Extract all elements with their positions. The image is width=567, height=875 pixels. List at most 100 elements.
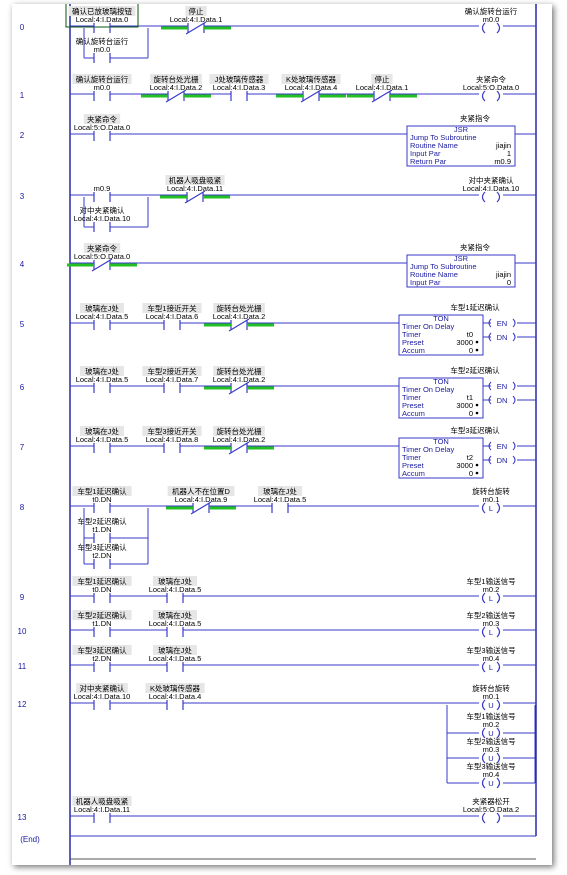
rung-number-6: 6 xyxy=(20,383,25,392)
contact-label-7-1: 车型3接近开关 xyxy=(147,426,197,436)
instruction-dot-5-1 xyxy=(475,340,479,344)
contact-1-4-slash xyxy=(371,89,393,103)
contact-tag-7-2: Local:4:I.Data.2 xyxy=(213,435,266,444)
ton-out-arc-l-5-1 xyxy=(488,332,492,342)
instruction-param-5-0: Timer xyxy=(402,330,421,339)
out-branch-coil-12-2-right-arc xyxy=(496,777,501,789)
contact-8-1-slash xyxy=(190,501,212,515)
contact-label-bg-3-1 xyxy=(165,175,225,185)
instruction-param-5-1: Preset xyxy=(402,338,425,347)
output-coil-12-letter: U xyxy=(488,701,493,710)
instruction-value-2-2: m0.9 xyxy=(494,157,511,166)
contact-label-2-0: 夹紧命令 xyxy=(87,114,117,124)
instruction-value-5-2: 0 xyxy=(469,346,473,355)
out-branch-coil-12-0-letter: U xyxy=(488,729,493,738)
ton-out-arc-l-6-1 xyxy=(488,395,492,405)
instruction-name-7: TON xyxy=(433,437,449,446)
contact-tag-3-0: m0.9 xyxy=(94,184,111,193)
rung-number-7: 7 xyxy=(20,443,25,452)
contact-label-bg-6-1 xyxy=(142,366,202,376)
contact-label-11-1: 玻璃在J处 xyxy=(158,645,192,655)
output-coil-0-left-arc xyxy=(481,22,486,34)
out-branch-tag-12-1: m0.3 xyxy=(483,745,500,754)
instruction-param-5-2: Accum xyxy=(402,346,425,355)
out-branch-coil-12-2-left-arc xyxy=(481,777,486,789)
contact-tag-10-0: t1.DN xyxy=(92,619,111,628)
ton-output-label-6-0: EN xyxy=(497,382,507,391)
contact-label-1-2: J处玻璃传感器 xyxy=(215,74,264,84)
contact-1-1-slash xyxy=(165,89,187,103)
contact-label-bg-5-2 xyxy=(213,303,265,313)
contact-label-bg-2-0 xyxy=(83,114,121,124)
instruction-box-4 xyxy=(406,254,516,288)
contact-tag-7-1: Local:4:I.Data.8 xyxy=(146,435,199,444)
instruction-value-4-0: jiajin xyxy=(495,270,511,279)
contact-tag-1-4: Local:4:I.Data.1 xyxy=(356,83,409,92)
contact-label-1-4: 停止 xyxy=(375,74,390,84)
instruction-title-5: Timer On Delay xyxy=(402,322,454,331)
instruction-dot-6-1 xyxy=(475,403,479,407)
rung-number-2: 2 xyxy=(20,131,25,140)
output-coil-0-right-arc xyxy=(496,22,501,34)
instruction-value-6-2: 0 xyxy=(469,409,473,418)
contact-7-2-slash xyxy=(228,441,250,455)
contact-tag-12-0: Local:4:I.Data.10 xyxy=(74,692,131,701)
contact-label-bg-7-2 xyxy=(213,426,265,436)
instruction-box-6 xyxy=(398,377,484,419)
instruction-value-5-1: 3000 xyxy=(456,338,473,347)
ton-output-label-6-1: DN xyxy=(497,396,508,405)
contact-label-6-2: 旋转台处光栅 xyxy=(217,366,262,376)
output-label-11: 车型3输送信号 xyxy=(466,645,515,655)
contact-label-bg-13-0 xyxy=(72,796,132,806)
instruction-param-4-1: Input Par xyxy=(410,278,441,287)
rung-number-8: 8 xyxy=(20,503,25,512)
out-branch-coil-12-1-left-arc xyxy=(481,752,486,764)
contact-tag-1-0: m0.0 xyxy=(94,83,111,92)
branch-tag-8-1: t2.DN xyxy=(92,551,111,560)
ton-out-arc-r-6-0 xyxy=(512,381,516,391)
contact-label-bg-10-1 xyxy=(153,610,197,620)
ton-out-arc-r-6-1 xyxy=(512,395,516,405)
output-coil-9-right-arc xyxy=(496,592,501,604)
contact-tag-4-0: Local:5:O.Data.0 xyxy=(74,252,130,261)
output-tag-12: m0.1 xyxy=(483,692,500,701)
instruction-box-5 xyxy=(398,314,484,356)
contact-tag-3-1: Local:4:I.Data.11 xyxy=(167,184,223,193)
instruction-value-7-1: 3000 xyxy=(456,461,473,470)
contact-tag-5-1: Local:4:I.Data.6 xyxy=(146,312,199,321)
output-coil-3-left-arc xyxy=(481,191,486,203)
instruction-param-6-2: Accum xyxy=(402,409,425,418)
branch-tag-8-0: t1.DN xyxy=(92,525,111,534)
ton-out-arc-l-5-0 xyxy=(488,318,492,328)
contact-label-5-0: 玻璃在J处 xyxy=(85,303,119,313)
contact-label-bg-7-1 xyxy=(142,426,202,436)
out-branch-tag-12-0: m0.2 xyxy=(483,720,500,729)
instruction-dot-7-2 xyxy=(475,471,479,475)
output-coil-10-left-arc xyxy=(481,626,486,638)
contact-tag-8-0: t0.DN xyxy=(92,495,111,504)
out-branch-coil-12-1-right-arc xyxy=(496,752,501,764)
instruction-label-2: 夹紧指令 xyxy=(460,113,490,123)
instruction-value-7-0: t2 xyxy=(467,453,473,462)
instruction-dot-7-1 xyxy=(475,463,479,467)
out-branch-coil-12-0-right-arc xyxy=(496,727,501,739)
ton-out-arc-r-7-0 xyxy=(512,441,516,451)
instruction-label-7: 车型3延迟确认 xyxy=(450,425,500,435)
output-label-9: 车型1输送信号 xyxy=(466,576,515,586)
contact-label-1-0: 确认旋转台运行 xyxy=(76,74,129,84)
instruction-name-4: JSR xyxy=(454,254,469,263)
contact-1-3-slash xyxy=(300,89,322,103)
instruction-name-6: TON xyxy=(433,377,449,386)
output-tag-3: Local:4:I.Data.10 xyxy=(463,184,520,193)
contact-label-bg-0-0 xyxy=(68,6,136,16)
contact-label-bg-5-0 xyxy=(80,303,124,313)
contact-label-bg-10-0 xyxy=(72,610,132,620)
ton-out-arc-l-7-1 xyxy=(488,455,492,465)
output-coil-1-right-arc xyxy=(496,90,501,102)
output-label-1: 夹紧命令 xyxy=(476,74,506,84)
contact-5-2-slash xyxy=(228,318,250,332)
contact-label-bg-8-1 xyxy=(167,486,235,496)
contact-tag-1-1: Local:4:I.Data.2 xyxy=(150,83,203,92)
output-coil-13-left-arc xyxy=(481,812,486,824)
